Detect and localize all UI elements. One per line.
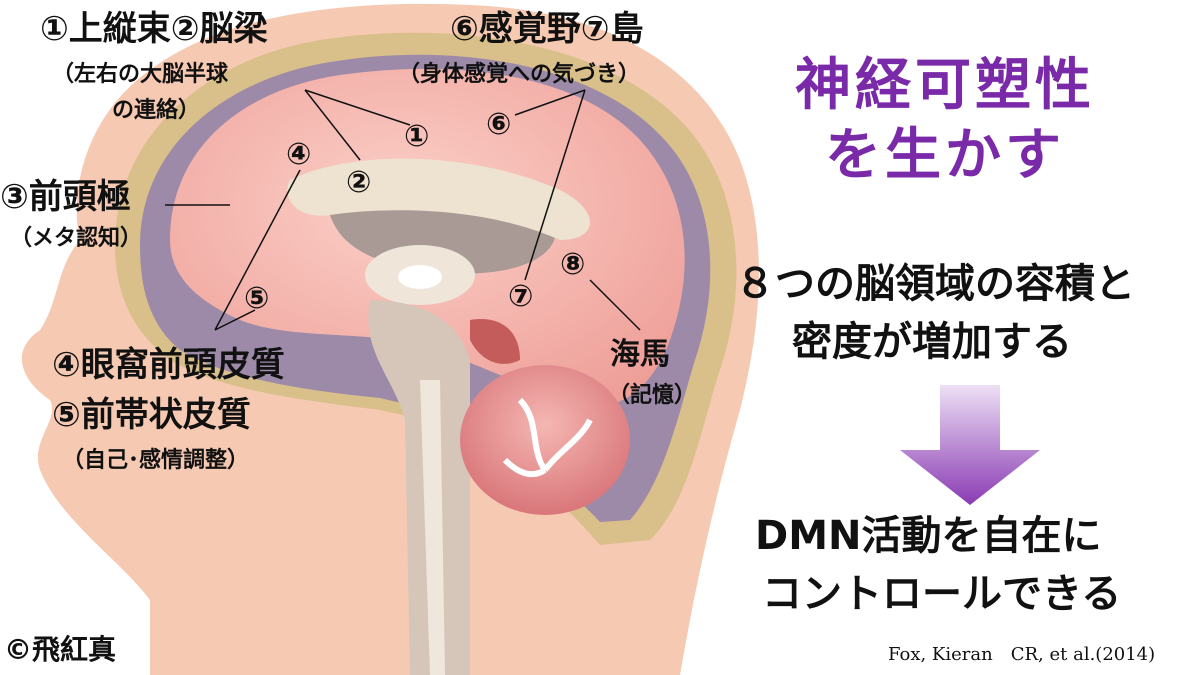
citation: Fox, Kieran CR, et al.(2014) bbox=[888, 644, 1156, 665]
label-4-5-desc: （自己･感情調整） bbox=[62, 448, 250, 473]
label-1-2-desc-a: （左右の大脳半球 bbox=[52, 62, 229, 87]
label-1-2-title: ①上縦束②脳梁 bbox=[40, 9, 268, 49]
title-line-2: を生かす bbox=[825, 123, 1065, 188]
label-8-title: 海馬 bbox=[610, 337, 670, 372]
result-line-1: ８つの脳領域の容積と bbox=[735, 261, 1135, 307]
marker-6: ⑥ bbox=[486, 107, 512, 142]
label-4: ④眼窩前頭皮質 bbox=[52, 345, 285, 385]
down-arrow bbox=[900, 385, 1040, 505]
label-1-2-desc-b: の連絡） bbox=[112, 98, 201, 123]
pons bbox=[470, 319, 520, 364]
cerebellum bbox=[460, 365, 630, 515]
title-line-1: 神経可塑性 bbox=[795, 53, 1095, 118]
label-5: ⑤前帯状皮質 bbox=[52, 395, 251, 435]
marker-7: ⑦ bbox=[508, 279, 534, 314]
label-8-desc: （記憶） bbox=[608, 383, 697, 408]
corpus-callosum bbox=[287, 158, 590, 240]
label-6-7-title: ⑥感覚野⑦島 bbox=[450, 9, 644, 49]
result-line-3: DMN活動を自在に bbox=[755, 513, 1102, 559]
marker-1: ① bbox=[404, 119, 430, 154]
label-3-desc: （メタ認知） bbox=[10, 226, 143, 251]
label-6-7-desc: （身体感覚への気づき） bbox=[398, 62, 641, 87]
marker-2: ② bbox=[346, 165, 372, 200]
result-line-4: コントロールできる bbox=[762, 571, 1122, 617]
brainstem bbox=[368, 300, 470, 675]
result-line-2: 密度が増加する bbox=[792, 319, 1072, 365]
copyright: ©飛紅真 bbox=[4, 633, 117, 666]
marker-5: ⑤ bbox=[244, 281, 270, 316]
marker-8: ⑧ bbox=[560, 247, 586, 282]
label-3-title: ③前頭極 bbox=[0, 177, 131, 217]
marker-4: ④ bbox=[286, 137, 312, 172]
